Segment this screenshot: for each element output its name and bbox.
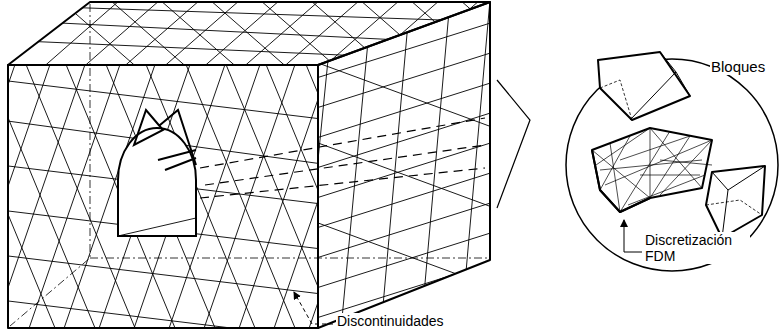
callout-label: Discontinuidades xyxy=(336,313,445,329)
part-label: Bloques xyxy=(710,58,766,75)
callout-label: Discretización FDM xyxy=(644,232,750,264)
